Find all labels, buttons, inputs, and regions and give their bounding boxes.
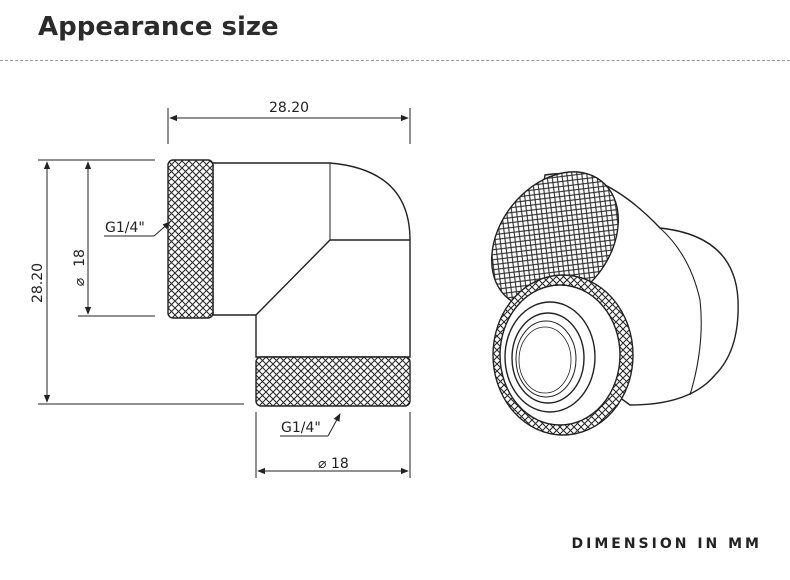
bottom-knurl-ring [255, 356, 411, 407]
title-divider [0, 60, 790, 61]
dimensions [38, 108, 411, 478]
dimension-note: DIMENSION IN MM [571, 536, 762, 552]
left-height-label: 28.20 [30, 263, 46, 303]
bottom-thread-label: G1/4" [281, 420, 321, 436]
elbow-perspective-view [490, 171, 739, 436]
left-thread-label: G1/4" [105, 220, 145, 236]
bottom-diameter-symbol: ⌀ [318, 456, 327, 472]
left-diameter-label: 18 [72, 249, 88, 267]
page-title: Appearance size [38, 12, 279, 42]
back-knurl-ring [490, 171, 620, 309]
top-width-label: 28.20 [269, 100, 309, 116]
elbow-side-view [167, 159, 411, 407]
left-knurl-ring [167, 159, 214, 319]
bottom-diameter-label: 18 [331, 456, 349, 472]
left-diameter-symbol: ⌀ [72, 277, 88, 286]
